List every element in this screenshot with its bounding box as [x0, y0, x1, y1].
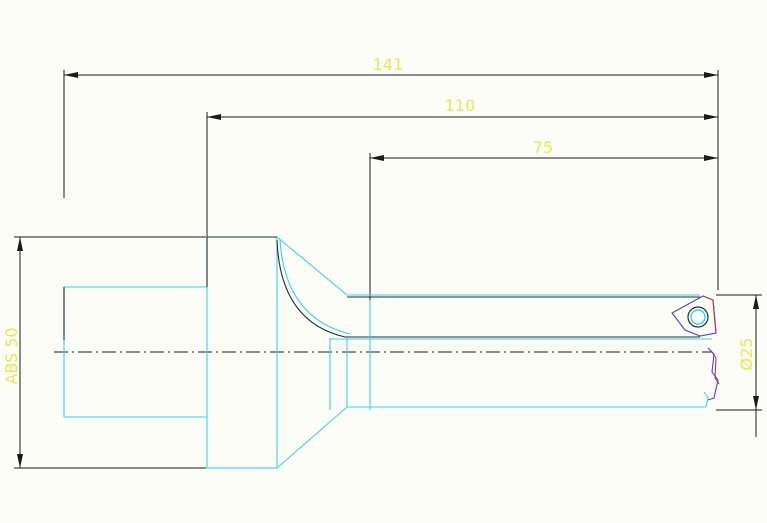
cutting-insert — [671, 295, 720, 408]
dimension-overall-length: 141 — [64, 55, 718, 78]
dimension-shank-diameter-label: ABS 50 — [2, 327, 21, 384]
dimension-mid-length: 110 — [207, 96, 718, 120]
dimension-drill-length: 75 — [370, 138, 718, 161]
tool-transition — [276, 236, 351, 469]
insert-screw-icon — [687, 306, 709, 328]
drawing-sheet — [0, 48, 767, 474]
tool-shank — [63, 236, 278, 469]
dimension-drill-length-label: 75 — [533, 138, 553, 157]
tool-drill-body — [330, 294, 712, 410]
dimension-mid-length-label: 110 — [445, 96, 476, 115]
dimension-drill-diameter: Ø25 — [737, 295, 759, 437]
dimension-overall-length-label: 141 — [373, 55, 404, 74]
extension-lines — [14, 70, 762, 469]
dimension-drill-diameter-label: Ø25 — [737, 338, 756, 371]
dimension-shank-diameter: ABS 50 — [2, 237, 23, 468]
